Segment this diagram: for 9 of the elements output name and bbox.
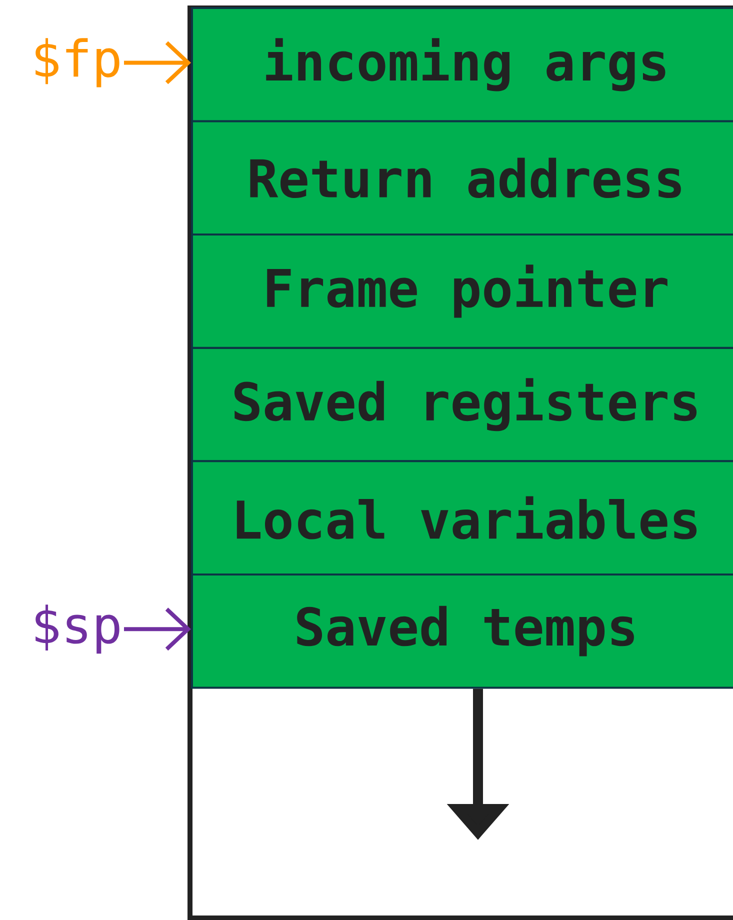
stack-slot: incoming args [191, 7, 733, 122]
pointer-label: $fp [36, 38, 120, 88]
stack-slot: Saved temps [191, 573, 733, 689]
stack-slot: Frame pointer [191, 234, 733, 349]
stack-slot: Local variables [191, 460, 733, 576]
stack-slot: Saved registers [191, 346, 733, 462]
stack-slot: Return address [191, 120, 733, 236]
stack-frame [188, 6, 733, 920]
pointer-label: $sp [36, 604, 120, 654]
